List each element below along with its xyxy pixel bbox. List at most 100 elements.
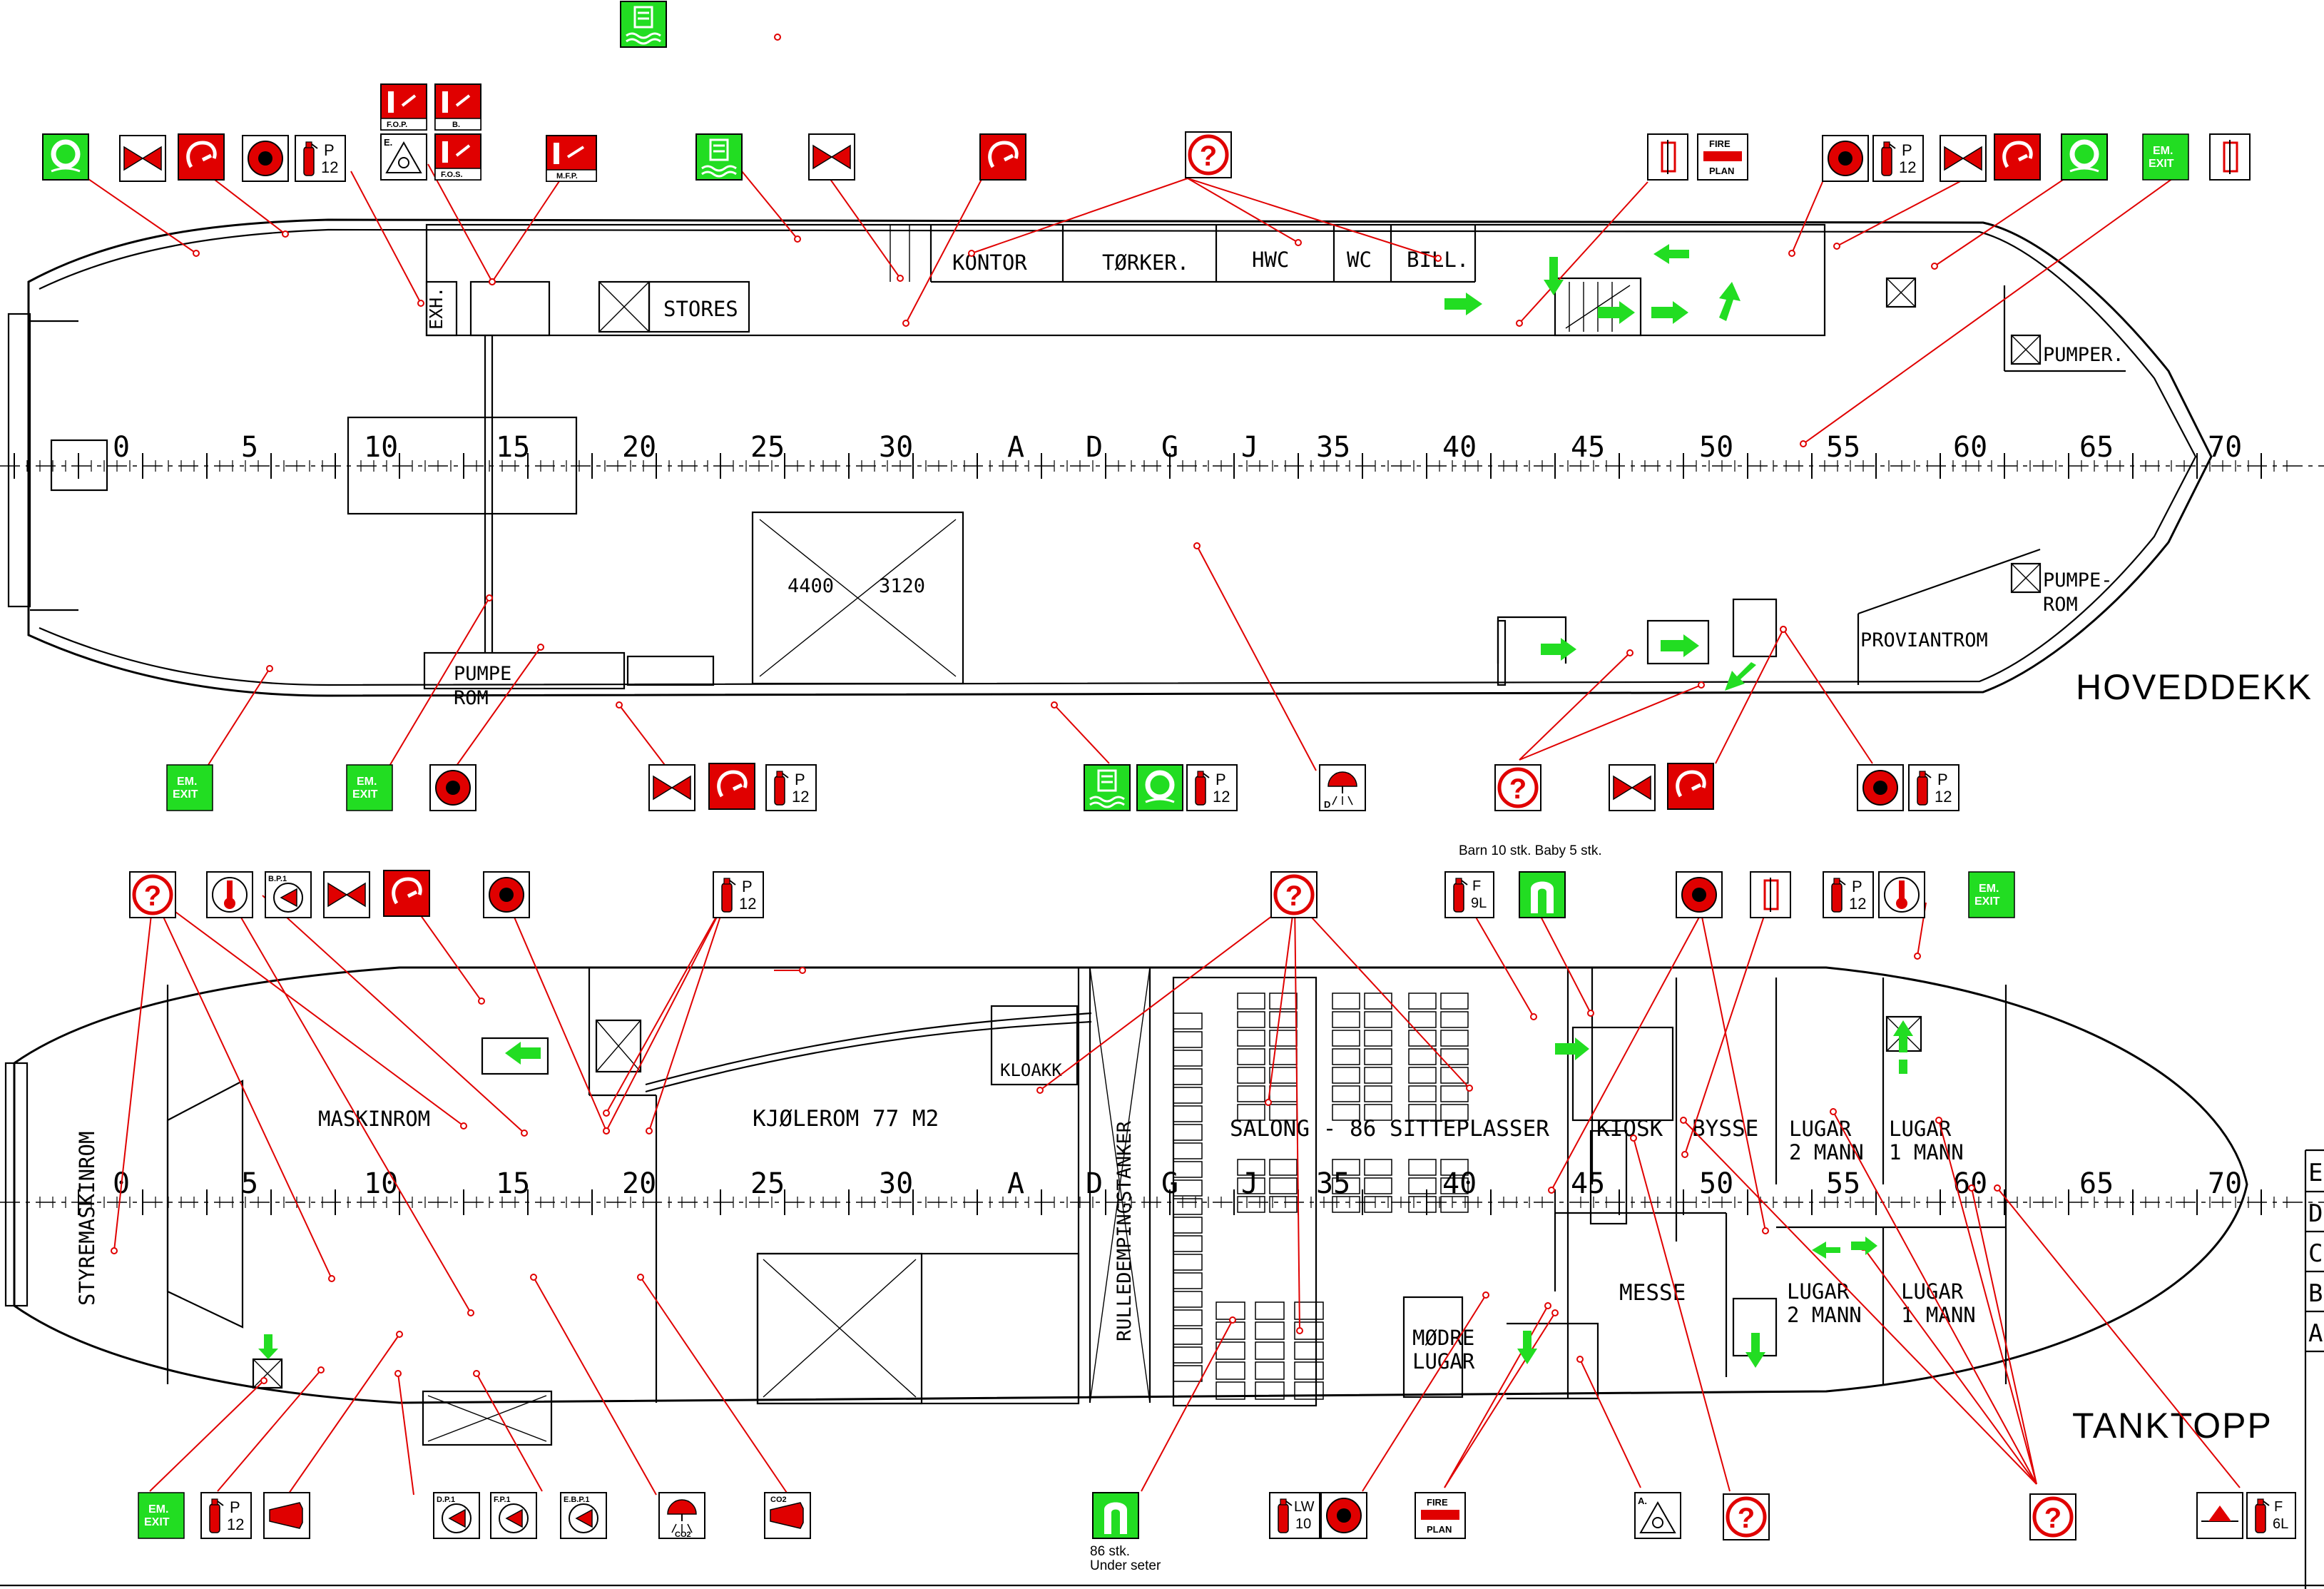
frame-label: J [1241,1167,1258,1200]
leader-endpoint [1994,1184,2001,1192]
seat [1440,1177,1469,1194]
svg-text:EM.: EM. [177,776,197,788]
leader-endpoint [266,665,273,672]
alarm-icon [1320,1492,1367,1539]
leader-endpoint [1296,1327,1303,1334]
title-row: A [2308,1319,2323,1348]
seat [1408,1067,1437,1084]
emergency-exit-icon: EM. EXIT [346,764,393,811]
frame-label: 65 [2079,1167,2114,1200]
tank-top-plan [0,966,2324,1446]
frame-label: 10 [364,1167,398,1200]
leader-endpoint [417,300,424,307]
seat [1269,1085,1298,1102]
main-deck-top-symbols: P 12 F.O.P. B. E. F.O.S. [43,0,2251,182]
frame-label: 70 [2208,1167,2242,1200]
room-lugar-a-2: 2 MANN [1789,1140,1864,1164]
lifebuoy-icon [2061,134,2107,180]
svg-text:EM.: EM. [148,1503,168,1516]
leader-endpoint [637,1274,644,1281]
leader-endpoint [968,250,975,257]
svg-text:B.: B. [452,121,460,129]
seat [1332,1159,1360,1176]
svg-text:F: F [1472,878,1481,894]
fire-plan-icon: FIRE PLAN [1415,1492,1466,1539]
seat [1294,1321,1324,1340]
note-barn-baby: Barn 10 stk. Baby 5 stk. [1459,843,1602,858]
hatch-dim-left: 4400 [788,575,834,597]
svg-text:P: P [795,771,805,788]
escape-arrows [258,244,1913,1368]
bilge-pump-icon: B.P.1 [265,871,312,918]
lifejacket-icon [1092,1492,1139,1539]
svg-text:P: P [1937,771,1948,788]
frame-label: D [1086,431,1103,464]
room-pumperom-fwd-2: ROM [2043,594,2078,616]
seat [1237,1011,1265,1028]
seat [1173,1031,1203,1048]
leader-endpoint [1229,1316,1236,1324]
seat [1173,1291,1203,1308]
deck-name-main: HOVEDDEKK [2076,667,2313,707]
leader-endpoint [1935,1117,1942,1124]
valve-icon [323,871,370,918]
seat [1237,1048,1265,1065]
fire-plan-icon: FIRE PLAN [1697,133,1748,181]
tank-top-top-symbols: B.P.1 P 12 F 9L P 12 EM. [130,870,2015,919]
hatch-dim-right: 3120 [879,575,925,597]
room-wc: WC [1347,248,1372,272]
valve-icon [1940,135,1987,182]
thermometer-icon [1878,871,1925,918]
seat [1440,1159,1469,1176]
leader-endpoint [1698,681,1705,689]
extinguisher-p12-icon: P 12 [1908,764,1959,811]
svg-text:12: 12 [1849,895,1866,913]
leader-endpoint [1833,243,1840,250]
emergency-exit-icon: EM. EXIT [166,764,213,811]
alarm-icon [429,764,476,811]
fire-door-icon [1749,870,1792,919]
frame-label: 0 [113,431,130,464]
frame-label: G [1161,431,1178,464]
frame-label: 5 [241,431,258,464]
seat [1364,1177,1392,1194]
svg-text:9L: 9L [1471,895,1487,911]
svg-text:M.F.P.: M.F.P. [556,172,578,181]
svg-text:12: 12 [792,788,809,806]
seat [1237,1067,1265,1084]
frame-label: 25 [750,431,785,464]
main-deck-frame-ticks [14,453,2288,479]
seat [1332,1011,1360,1028]
seat [1173,1124,1203,1141]
seat [1440,1196,1469,1213]
leader-lines [76,163,2241,1499]
svg-text:F.P.1: F.P.1 [494,1496,511,1504]
seat [1237,1196,1265,1213]
seat [1173,1012,1203,1030]
alarm-icon [1676,871,1723,918]
frame-label: J [1241,431,1258,464]
seat [1173,1254,1203,1271]
seat [1173,1328,1203,1345]
seat [1332,1085,1360,1102]
info-question-icon [1186,132,1231,178]
seat [1237,1159,1265,1176]
extinguisher-p12-icon: P 12 [295,135,346,182]
co2-nozzle-icon: CO2 [764,1492,811,1539]
leader-endpoint [467,1309,474,1316]
svg-text:12: 12 [1899,158,1916,176]
alarm-icon [483,871,530,918]
svg-text:F.O.S.: F.O.S. [441,171,463,179]
leader-endpoint [193,250,200,257]
seat [1294,1361,1324,1380]
valve-icon [1609,764,1656,811]
svg-text:PLAN: PLAN [1427,1524,1452,1535]
main-deck-hull [27,218,2213,697]
info-question-icon [2030,1494,2076,1540]
svg-text:LW: LW [1294,1499,1315,1515]
seat [1332,1067,1360,1084]
leader-endpoint [396,1331,403,1338]
leader-endpoint [603,1110,610,1117]
frame-label: 30 [879,431,913,464]
seat [1215,1301,1245,1320]
